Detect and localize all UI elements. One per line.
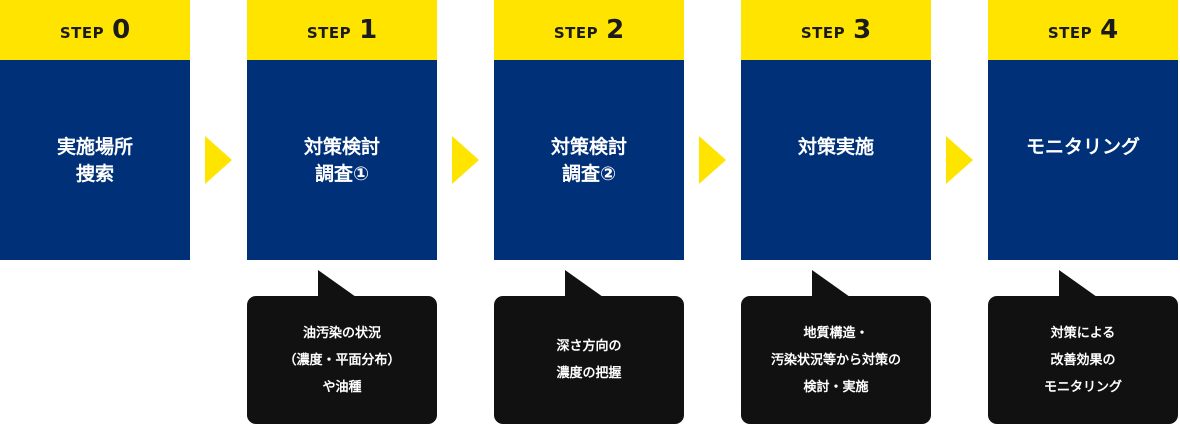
step-title-line1: モニタリング [1025,136,1140,158]
step-title-line2: 調査① [314,163,370,185]
arrow-right-icon [452,136,479,184]
bubble-tail [812,270,850,297]
bubble-line1: 深さ方向の [556,339,622,354]
step-title-line1: 対策検討 [303,136,380,158]
bubble-line1: 地質構造・ [803,325,869,341]
arrow-right-icon [946,136,973,184]
step-4-body: モニタリング [988,60,1178,260]
step-title-line1: 実施場所 [56,136,133,158]
step-label: STEP [59,23,105,42]
step-number: 2 [606,15,625,45]
step-4-header: STEP 4 [988,0,1178,60]
step-label: STEP [1047,23,1093,42]
step-0-body: 実施場所 捜索 [0,60,190,260]
step-title-line1: 対策検討 [550,136,627,158]
arrow-right-icon [205,136,232,184]
step-1-body: 対策検討 調査① [247,60,437,260]
step-number: 3 [853,15,872,45]
bubble-tail [318,270,356,297]
bubble-tail [1059,270,1097,297]
bubble-line1: 対策による [1050,325,1116,341]
step-2-body: 対策検討 調査② [494,60,684,260]
bubble-line2: 汚染状況等から対策の [770,352,901,368]
step-number: 1 [359,15,378,45]
step-1: STEP 1 対策検討 調査① [247,0,437,260]
step-3: STEP 3 対策実施 [741,0,931,260]
bubble-line1: 油汚染の状況 [302,325,381,341]
step-2: STEP 2 対策検討 調査② [494,0,684,260]
step-label: STEP [800,23,846,42]
bubble-tail [565,270,603,297]
bubble-line2: 濃度の把握 [556,366,622,381]
bubble-line3: モニタリング [1043,379,1122,395]
step-4: STEP 4 モニタリング [988,0,1178,260]
step-title-line1: 対策実施 [797,136,874,158]
bubble-line3: 検討・実施 [803,379,869,395]
step-number: 4 [1100,15,1119,45]
step-3-body: 対策実施 [741,60,931,260]
step-0-header: STEP 0 [0,0,190,60]
step-label: STEP [306,23,352,42]
step-label: STEP [553,23,599,42]
bubble-line2: （濃度・平面分布） [283,352,401,368]
bubble-step-3: 地質構造・ 汚染状況等から対策の 検討・実施 [741,270,931,424]
step-title-line2: 調査② [561,163,617,185]
arrow-right-icon [699,136,726,184]
step-title-line2: 捜索 [75,163,114,185]
bubble-line3: や油種 [322,379,362,395]
bubble-step-4: 対策による 改善効果の モニタリング [988,270,1178,424]
bubble-step-1: 油汚染の状況 （濃度・平面分布） や油種 [247,270,437,424]
step-1-header: STEP 1 [247,0,437,60]
bubble-line2: 改善効果の [1050,352,1116,368]
step-3-header: STEP 3 [741,0,931,60]
step-number: 0 [112,15,131,45]
step-0: STEP 0 実施場所 捜索 [0,0,190,260]
bubble-step-2: 深さ方向の 濃度の把握 [494,270,684,424]
step-2-header: STEP 2 [494,0,684,60]
